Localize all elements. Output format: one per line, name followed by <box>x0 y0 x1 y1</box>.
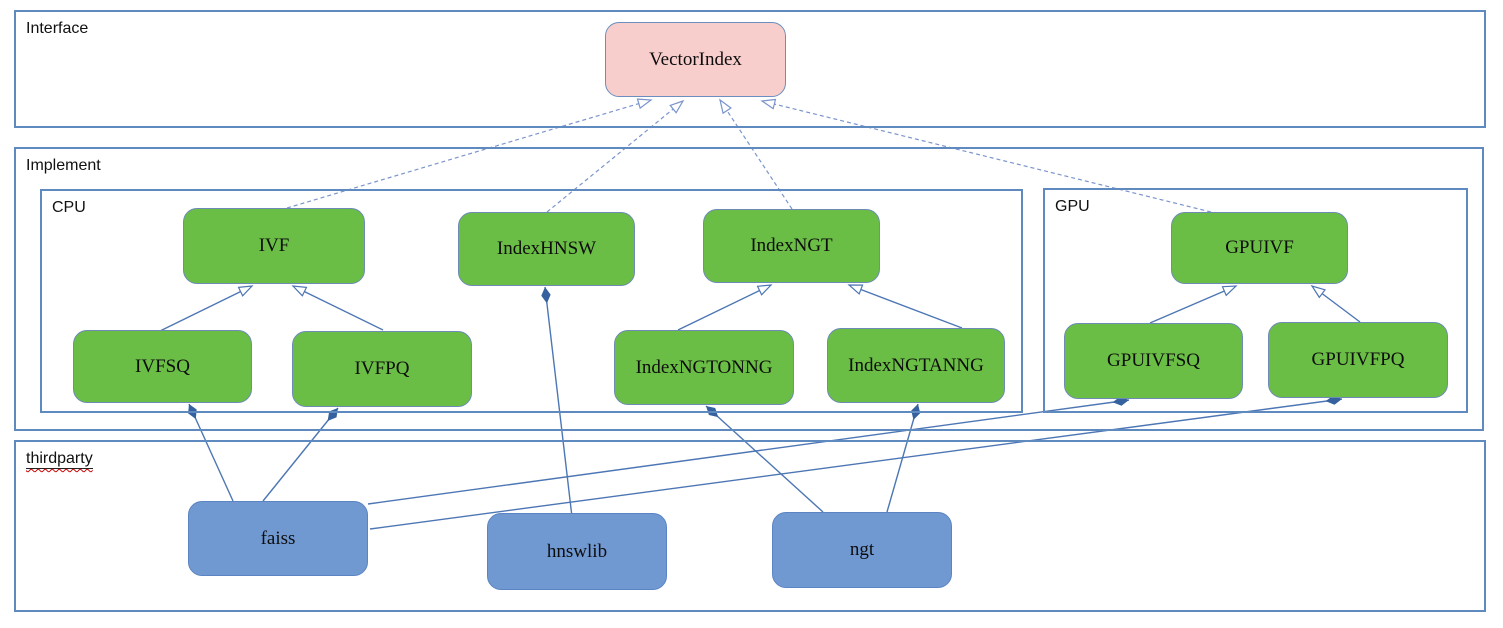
node-gpuivf: GPUIVF <box>1171 212 1348 284</box>
container-cpu: CPU <box>40 189 1023 413</box>
container-label-cpu: CPU <box>52 199 86 216</box>
container-thirdparty: thirdparty <box>14 440 1486 612</box>
node-ivf: IVF <box>183 208 365 284</box>
container-interface: Interface <box>14 10 1486 128</box>
container-label-interface: Interface <box>26 20 89 37</box>
node-ivfpq: IVFPQ <box>292 331 472 407</box>
container-label-thirdparty: thirdparty <box>26 450 93 469</box>
node-hnswlib: hnswlib <box>487 513 667 590</box>
node-vectorindex: VectorIndex <box>605 22 786 97</box>
node-indexngtanng: IndexNGTANNG <box>827 328 1005 403</box>
node-indexhnsw: IndexHNSW <box>458 212 635 286</box>
node-ivfsq: IVFSQ <box>73 330 252 403</box>
node-indexngtonng: IndexNGTONNG <box>614 330 794 405</box>
container-label-implement: Implement <box>26 157 101 174</box>
node-faiss: faiss <box>188 501 368 576</box>
node-gpuivfsq: GPUIVFSQ <box>1064 323 1243 399</box>
node-ngt: ngt <box>772 512 952 588</box>
container-label-gpu: GPU <box>1055 198 1090 215</box>
node-indexngt: IndexNGT <box>703 209 880 283</box>
node-gpuivfpq: GPUIVFPQ <box>1268 322 1448 398</box>
container-implement: Implement <box>14 147 1484 431</box>
container-gpu: GPU <box>1043 188 1468 413</box>
